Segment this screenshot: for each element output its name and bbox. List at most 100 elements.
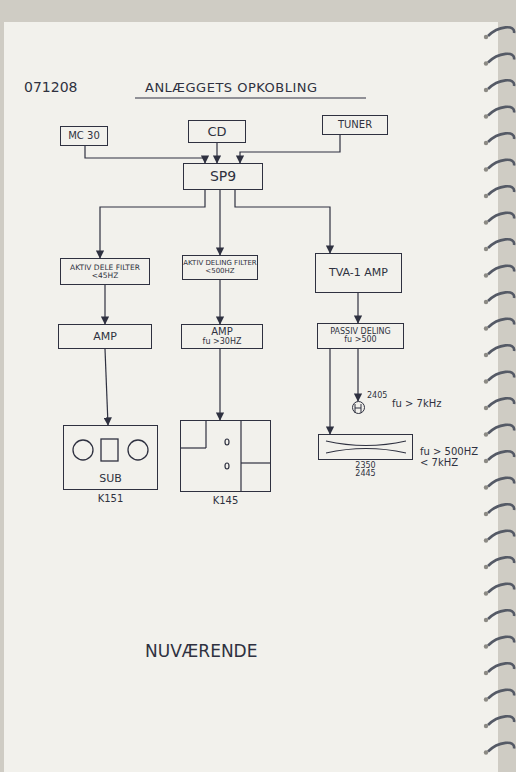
spiral-ring [488,743,514,752]
driver-symbol [73,440,93,460]
signal-arrow [329,349,330,434]
spiral-ring [488,186,514,195]
driver-outline [326,441,406,453]
signal-arrow [357,349,358,401]
binding-hole [484,697,488,701]
spiral-ring [488,425,514,434]
binding-hole [484,591,488,595]
node-label: TUNER [338,120,372,131]
spiral-ring [488,160,514,169]
signal-arrow [219,190,220,255]
frequency-note: fu > 7kHz [392,398,442,409]
spiral-ring [488,478,514,487]
subwoofer-drawing [73,439,148,461]
crossover-box: PASSIV DELINGfu >500 [317,323,404,349]
spiral-ring [488,107,514,116]
node-sublabel: K151 [98,494,124,505]
node-label: AMP [93,331,117,343]
binding-hole [484,35,488,39]
speaker-box: K145 [180,420,271,492]
spiral-ring [488,345,514,354]
title-underline [135,97,366,98]
binding-hole [484,406,488,410]
spiral-ring [488,584,514,593]
spiral-ring [488,504,514,513]
spiral-ring [488,610,514,619]
midrange-box: 2350 2445 [318,434,413,460]
tweeter-mark [355,404,361,413]
panel-line [241,462,270,463]
preamp-box: SP9 [183,163,263,190]
source-box: CD [188,120,246,143]
frequency-note: fu > 500HZ < 7kHZ [420,446,482,468]
binding-hole [484,724,488,728]
tweeter-circle: 2405 [352,401,365,414]
node-label: PASSIV DELING [330,328,391,336]
binding-hole [484,618,488,622]
binding-hole [484,61,488,65]
binding-hole [484,141,488,145]
binding-hole [484,326,488,330]
status-note: NUVÆRENDE [145,641,257,661]
spiral-ring [488,27,514,36]
spiral-ring [488,637,514,646]
binding-hole [484,194,488,198]
spiral-ring [488,372,514,381]
filter-box: AKTIV DELING FILTER <500HZ [182,255,258,280]
spiral-ring [488,716,514,725]
source-box: MC 30 [60,126,108,146]
binding-hole [484,565,488,569]
node-label: AMP [211,327,233,338]
spiral-ring [488,133,514,142]
spiral-ring [488,239,514,248]
binding-hole [484,432,488,436]
spiral-ring [488,266,514,275]
binding-hole [484,114,488,118]
signal-arrow [100,190,205,258]
date-note: 071208 [24,79,77,95]
node-label: CD [207,125,226,139]
spiral-ring [488,398,514,407]
amplifier-box: AMP [58,324,152,349]
node-label: MC 30 [68,131,100,142]
node-sublabel: fu >500 [344,336,376,344]
node-label: SUB [64,473,157,485]
binding-hole [484,538,488,542]
node-label: SP9 [210,169,236,184]
binding-hole [484,273,488,277]
node-label: 2405 [367,392,387,400]
spiral-ring [488,451,514,460]
page-title: ANLÆGGETS OPKOBLING [145,80,318,95]
filter-box: AKTIV DELE FILTER <45HZ [60,258,150,285]
spiral-ring [488,213,514,222]
amplifier-box: TVA-1 AMP [315,253,402,293]
signal-arrow [216,143,217,163]
port-symbol [101,439,118,461]
binding-hole [484,485,488,489]
paper-sheet [4,22,498,772]
binding-hole [484,644,488,648]
binding-hole [484,512,488,516]
spiral-ring [488,531,514,540]
signal-arrow [219,349,220,420]
amplifier-box: AMPfu >30HZ [181,324,263,349]
driver-symbol [225,439,229,445]
tweeter-drawing [355,404,361,413]
spiral-binding [484,27,514,754]
binding-hole [484,220,488,224]
panel-line [181,447,206,448]
panel-line [240,421,241,491]
signal-arrow [357,293,358,323]
spiral-ring [488,80,514,89]
panel-line [205,421,206,448]
midrange-drawing [326,441,406,453]
signal-arrow [219,280,220,324]
node-sublabel: fu >30HZ [203,338,242,346]
spiral-ring [488,663,514,672]
binding-hole [484,671,488,675]
source-box: TUNER [322,115,388,135]
